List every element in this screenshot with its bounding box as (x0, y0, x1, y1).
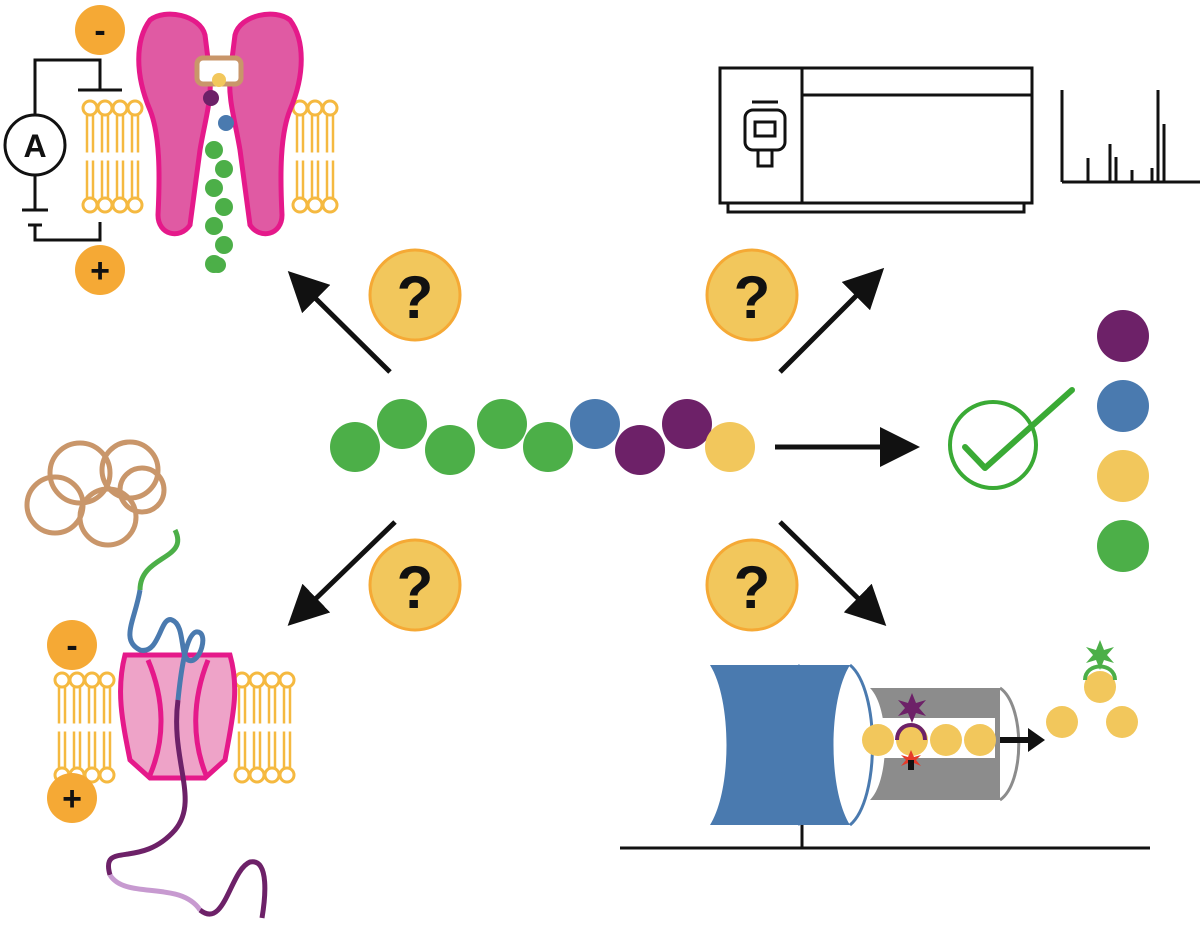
residue-green (477, 399, 527, 449)
lipid-head (96, 99, 114, 117)
residue-green (425, 425, 475, 475)
lipid-head (248, 766, 266, 784)
fluorophore-green (1086, 640, 1114, 670)
pore-protein-left (136, 11, 213, 237)
peptide-chain (330, 399, 755, 475)
bead-yellow (896, 724, 928, 756)
bead-yellow (964, 724, 996, 756)
lipid-head (306, 196, 324, 214)
arrows (287, 267, 920, 626)
minus-label-bottom: - (66, 627, 77, 665)
bead-blue (218, 115, 234, 131)
plus-label-bottom: + (62, 780, 82, 818)
lipid-head (98, 671, 116, 689)
lipid-head (263, 671, 281, 689)
residue-purple (615, 425, 665, 475)
plus-badge-bottom (47, 773, 97, 823)
lipid-head (83, 671, 101, 689)
strand-purple-end (198, 859, 268, 919)
lipid-head (248, 671, 266, 689)
fluorophore-purple (898, 693, 926, 723)
lipid-bilayer (53, 671, 296, 784)
minus-badge-bottom (47, 620, 97, 670)
lipid-head (321, 196, 339, 214)
question-badge: ? (368, 538, 462, 632)
lipid-head (321, 99, 339, 117)
nanopore-panel: A - + (3, 5, 339, 295)
arrow-to-nanopore (287, 270, 392, 374)
lipid-head (68, 671, 86, 689)
question-badge: ? (368, 248, 462, 342)
residue-green (330, 422, 380, 472)
pore-protein-right (227, 11, 304, 237)
unfoldase-icon (24, 439, 167, 548)
lipid-head (126, 196, 144, 214)
legend-residue-yellow (1097, 450, 1149, 502)
arrow-to-unfoldase (287, 520, 397, 626)
threaded-peptide (203, 90, 234, 273)
question-mark: ? (397, 264, 434, 331)
bead-green (210, 257, 226, 273)
question-mark: ? (734, 264, 771, 331)
plus-label: + (90, 252, 110, 290)
lipid-head (96, 196, 114, 214)
tube-beads (862, 724, 996, 756)
question-mark: ? (734, 554, 771, 621)
residue-green (377, 399, 427, 449)
circuit (22, 58, 122, 242)
arrow-to-fluorosequencing (778, 520, 887, 626)
bead-purple (203, 90, 219, 106)
legend-residue-blue (1097, 380, 1149, 432)
legend-residue-purple (1097, 310, 1149, 362)
minus-badge (75, 5, 125, 55)
lipid-head (81, 99, 99, 117)
bead-green (215, 160, 233, 178)
lipid-head (306, 99, 324, 117)
bead-green (205, 217, 223, 235)
mass-spectrum-icon (1060, 90, 1200, 184)
residue-yellow (705, 422, 755, 472)
mass-spectrometer-icon (718, 66, 1034, 214)
ammeter-icon (3, 113, 67, 177)
bead-yellow (862, 724, 894, 756)
lipid-head (111, 99, 129, 117)
lipid-head (126, 99, 144, 117)
lipid-head (233, 766, 251, 784)
fluorosequencing-icon (620, 640, 1150, 850)
lipid-head (278, 671, 296, 689)
lipid-head (98, 766, 116, 784)
minus-label: - (94, 12, 105, 50)
strand-green (137, 528, 181, 591)
lipid-head (81, 196, 99, 214)
bead-green (215, 236, 233, 254)
strand-purple (106, 699, 188, 876)
question-badge: ? (705, 538, 799, 632)
question-badge: ? (705, 248, 799, 342)
lipid-bilayer (81, 99, 339, 214)
bead-green (215, 198, 233, 216)
bead-yellow (930, 724, 962, 756)
arrow-to-mass-spec (778, 267, 885, 374)
question-mark: ? (397, 554, 434, 621)
bead-green (205, 179, 223, 197)
strand-lavender (107, 873, 203, 912)
residue-legend (1097, 310, 1149, 572)
checkmark-icon (948, 387, 1075, 490)
bead (212, 73, 226, 87)
residue-blue (570, 399, 620, 449)
legend-residue-green (1097, 520, 1149, 572)
lipid-head (278, 766, 296, 784)
lipid-head (263, 766, 281, 784)
strand-blue (127, 589, 206, 701)
lipid-head (53, 671, 71, 689)
ammeter-label: A (23, 128, 46, 164)
residue-green (523, 422, 573, 472)
residue-purple (662, 399, 712, 449)
plus-badge (75, 245, 125, 295)
lipid-head (291, 196, 309, 214)
lipid-head (111, 196, 129, 214)
unfoldase-panel: - + (24, 439, 296, 919)
bead-green (205, 141, 223, 159)
